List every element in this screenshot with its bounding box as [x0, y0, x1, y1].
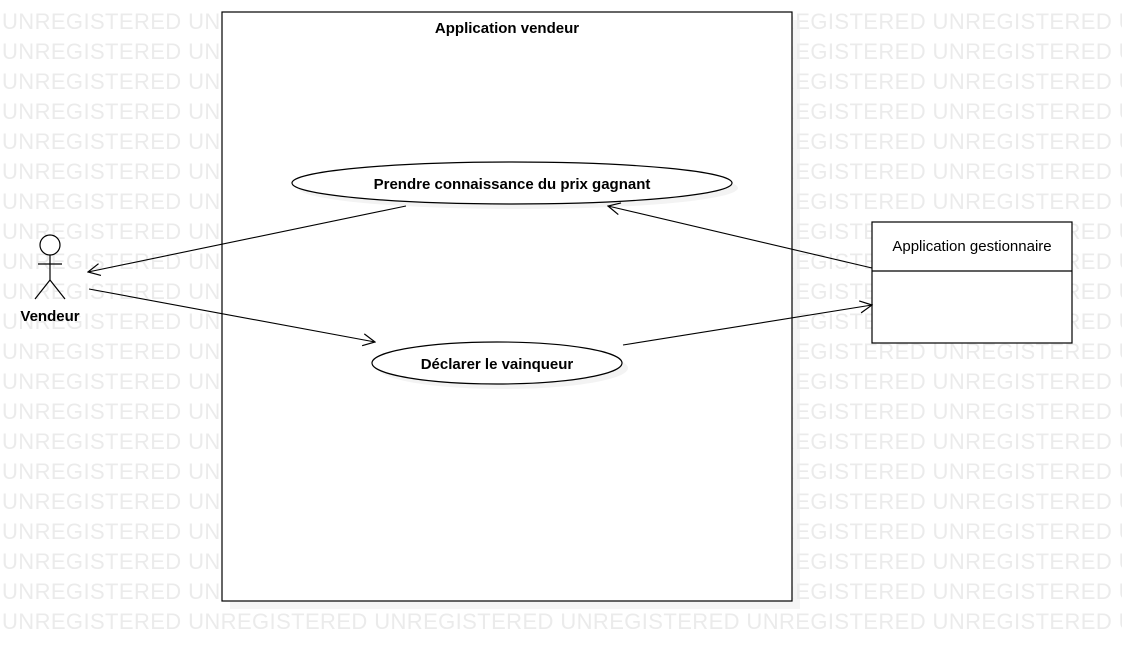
use-case-ellipse: [371, 341, 623, 385]
external-system-name: Application gestionnaire: [892, 238, 1051, 255]
association-usecase1-to-actor[interactable]: [88, 205, 407, 272]
system-boundary[interactable]: Application vendeur: [221, 11, 800, 609]
actor-vendeur[interactable]: Vendeur: [20, 234, 80, 325]
use-case-label: Déclarer le vainqueur: [421, 356, 574, 373]
association-actor-to-usecase2[interactable]: [88, 288, 375, 342]
system-title: Application vendeur: [435, 20, 579, 37]
association-external-to-usecase1[interactable]: [608, 206, 873, 269]
system-boundary-frame: [221, 11, 793, 602]
actor-name: Vendeur: [20, 308, 79, 325]
external-system-box: [871, 221, 1073, 344]
external-system-gestionnaire[interactable]: Application gestionnaire: [871, 221, 1073, 344]
use-case-label: Prendre connaissance du prix gagnant: [374, 176, 651, 193]
use-case-prendre-connaissance[interactable]: Prendre connaissance du prix gagnant: [291, 161, 738, 209]
association-usecase2-to-external[interactable]: [622, 305, 872, 346]
stick-figure-icon: [34, 234, 66, 300]
use-case-declarer-vainqueur[interactable]: Déclarer le vainqueur: [371, 341, 628, 389]
use-case-ellipse: [291, 161, 733, 205]
